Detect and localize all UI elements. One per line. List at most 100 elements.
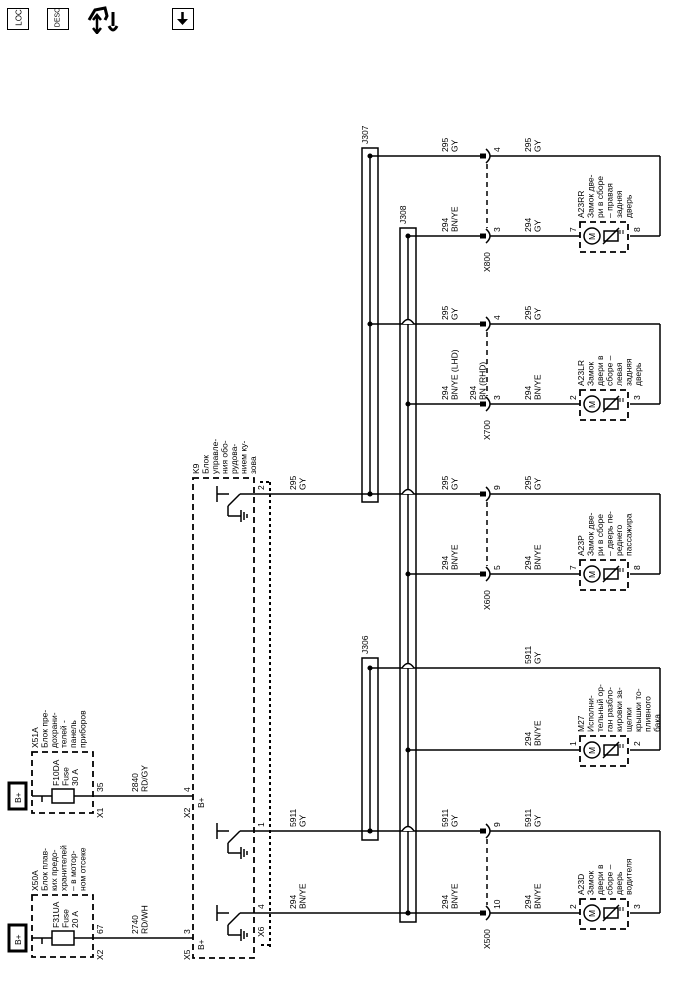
connector-pin-female <box>480 233 486 239</box>
wire-label-line: RD/WH <box>140 905 150 934</box>
motor-icon-label: M <box>587 910 597 917</box>
wire-label-line: BN (RHD) <box>478 362 488 400</box>
module-power-label: B+ <box>196 797 206 808</box>
device-desc-line: Замок <box>586 871 596 895</box>
connector-pin-male <box>485 228 491 244</box>
motor-icon <box>583 395 601 413</box>
fuse-connector-line: X1 <box>95 807 105 818</box>
wire-label-line: 295 <box>440 306 450 320</box>
wire-label-line: GY <box>533 307 543 320</box>
wire-label-line: 295 <box>440 138 450 152</box>
device-pin-label: 2 <box>568 395 578 400</box>
connector-pin-label: 5 <box>492 565 502 570</box>
battery-source-label: B+ <box>13 934 23 945</box>
wire-label-line: 294 <box>523 386 533 400</box>
connector-pin-female <box>480 401 486 407</box>
fuse-symbol <box>51 788 75 804</box>
description-view-button[interactable]: DESC <box>47 8 69 30</box>
connector-pin-label-line: 4 <box>492 315 502 320</box>
connector-pin-label: 3 <box>492 395 502 400</box>
wire-label-line: BN/YE <box>533 544 543 570</box>
module-k9-desc-line: K9 <box>191 463 201 474</box>
fuse-connector-line: X2 <box>95 949 105 960</box>
connector-pin-male <box>485 396 491 412</box>
module-output-connector-line: X6 <box>256 926 266 937</box>
module-k9-desc-line: управле- <box>210 439 220 474</box>
wire-crossing <box>401 825 415 832</box>
device-desc-line: дверь <box>624 194 634 218</box>
actuator-symbol <box>602 395 620 413</box>
module-output-connector: X6 <box>256 926 266 937</box>
splice-node <box>405 401 411 407</box>
device-desc-line: бака <box>652 714 662 732</box>
connector-pin-label-line: 9 <box>492 822 502 827</box>
wire-label-line: 295 <box>523 138 533 152</box>
wire-label-line: BN/YE <box>450 206 460 232</box>
location-view-button[interactable]: LOC <box>7 8 29 30</box>
splice-node <box>405 233 411 239</box>
switch-arm <box>227 912 241 926</box>
device-boundary <box>579 898 629 930</box>
device-desc-line: A23LR <box>576 360 586 386</box>
fuse-block-desc-line: Блок пре- <box>40 710 50 748</box>
motor-icon-label-line: M <box>587 910 597 917</box>
device-desc-line: сборе – <box>605 355 615 386</box>
connector-pin-male <box>485 486 491 502</box>
wire-label-line: GY <box>533 219 543 232</box>
connector-pin-label-line: 3 <box>492 227 502 232</box>
wire-crossing <box>401 488 415 495</box>
device-desc-line: задняя <box>624 358 634 386</box>
module-connector-line: X5 <box>182 949 192 960</box>
fuse-block-desc-line: хранителей <box>59 845 69 891</box>
device-desc-line: сборе – <box>605 864 615 895</box>
connector-pin-female <box>480 571 486 577</box>
motor-icon <box>583 741 601 759</box>
fuse-pin: 35 <box>95 782 105 792</box>
wire-label-line: 294 <box>523 556 533 570</box>
device-pin-label: 7 <box>568 565 578 570</box>
device-desc-line: дверь <box>614 871 624 895</box>
device-desc-line: двери в <box>595 355 605 386</box>
wire-label-line: 294 <box>523 218 533 232</box>
fuse-block-desc-line: Блок плав- <box>40 848 50 891</box>
device-desc-line: дверь <box>633 362 643 386</box>
device-pin-label-line: 7 <box>568 227 578 232</box>
device-desc-line: A23D <box>576 874 586 895</box>
connector-view-button[interactable] <box>85 6 125 36</box>
connector-pin-label-line: 4 <box>492 147 502 152</box>
arrow-down-icon <box>177 12 188 25</box>
device-desc-line: Замок <box>586 362 596 386</box>
actuator-symbol <box>602 741 620 759</box>
connector-pin-label: 4 <box>492 315 502 320</box>
device-desc-line: M27 <box>576 715 586 732</box>
module-output-pin: 2 <box>256 485 266 490</box>
fuse-connector: X2 <box>95 949 105 960</box>
module-output-pin-line: 1 <box>256 822 266 827</box>
device-pin-label: 8 <box>632 227 642 232</box>
connector-pin-female <box>480 910 486 916</box>
download-button[interactable] <box>172 8 194 30</box>
motor-icon-label: M <box>587 233 597 240</box>
connector-pin-label-line: 9 <box>492 485 502 490</box>
fuse-label-line: F31UA <box>51 901 61 928</box>
fuse-label-line: F10DA <box>51 759 61 786</box>
module-output-pin-line: 2 <box>256 485 266 490</box>
fuse-block-desc-line: X51A <box>30 727 40 748</box>
splice-j308-label-line: J308 <box>398 205 408 224</box>
device-desc-line: тельный ор- <box>595 684 605 732</box>
wire-label-line: GY <box>450 814 460 827</box>
device-pin-label: 8 <box>632 565 642 570</box>
connector-label-line: X800 <box>482 252 492 272</box>
fuse-pin: 67 <box>95 924 105 934</box>
device-pin-label: 7 <box>568 227 578 232</box>
wire-crossing <box>401 318 415 325</box>
wire-label-line: BN/YE <box>533 374 543 400</box>
